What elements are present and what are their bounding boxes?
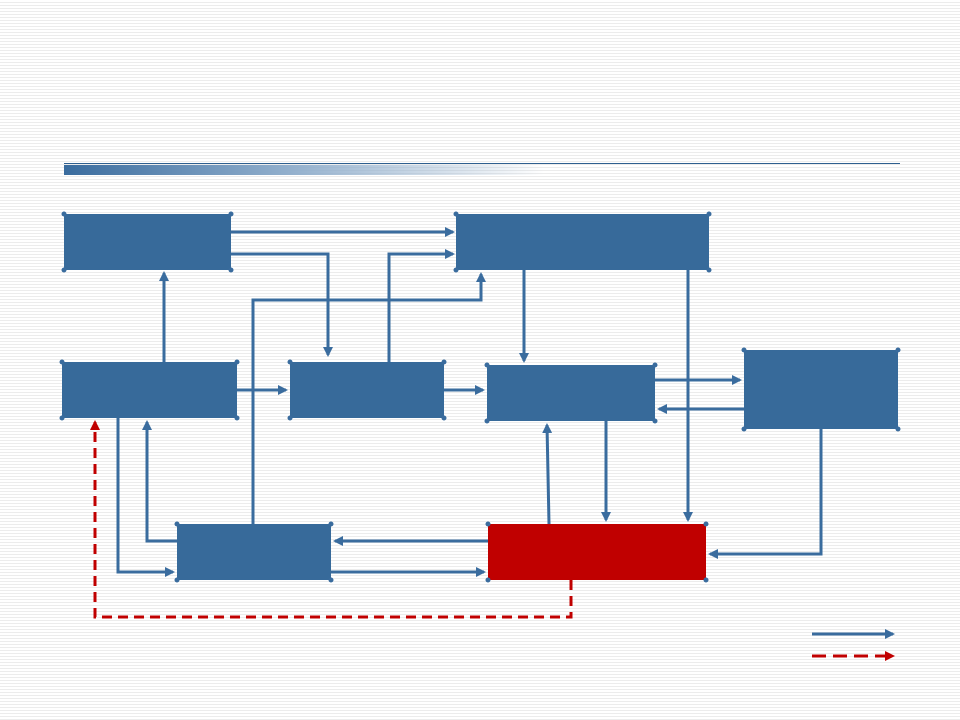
box-middle-right: [744, 350, 898, 429]
arrow-middle-right-to-bottom-center: [708, 429, 823, 559]
title-rule: [64, 163, 900, 164]
arrow-bottom-center-to-middle-center-right: [542, 423, 553, 525]
solid-arrows: [116, 227, 823, 577]
arrow-bottom-left-to-top-center: [251, 272, 486, 524]
title-accent-bar: [64, 165, 544, 175]
box-middle-left: [62, 362, 237, 418]
arrow-middle-left-to-bottom-left: [116, 418, 175, 577]
box-top-left: [64, 214, 231, 270]
box-middle-center-left: [290, 362, 444, 418]
legend: [812, 629, 895, 661]
arrow-middle-center-left-to-top-center: [387, 249, 455, 362]
box-bottom-center: [488, 524, 706, 580]
box-top-center: [456, 214, 709, 270]
arrow-bottom-left-to-middle-left: [142, 420, 177, 543]
dashed-arrow-bottom-center-to-middle-left: [90, 420, 573, 619]
box-bottom-left: [177, 524, 331, 580]
box-handles: [59, 211, 901, 583]
arrow-top-left-to-middle-center-left: [231, 252, 333, 357]
diagram-boxes: [62, 214, 898, 580]
box-middle-center-right: [487, 365, 655, 421]
